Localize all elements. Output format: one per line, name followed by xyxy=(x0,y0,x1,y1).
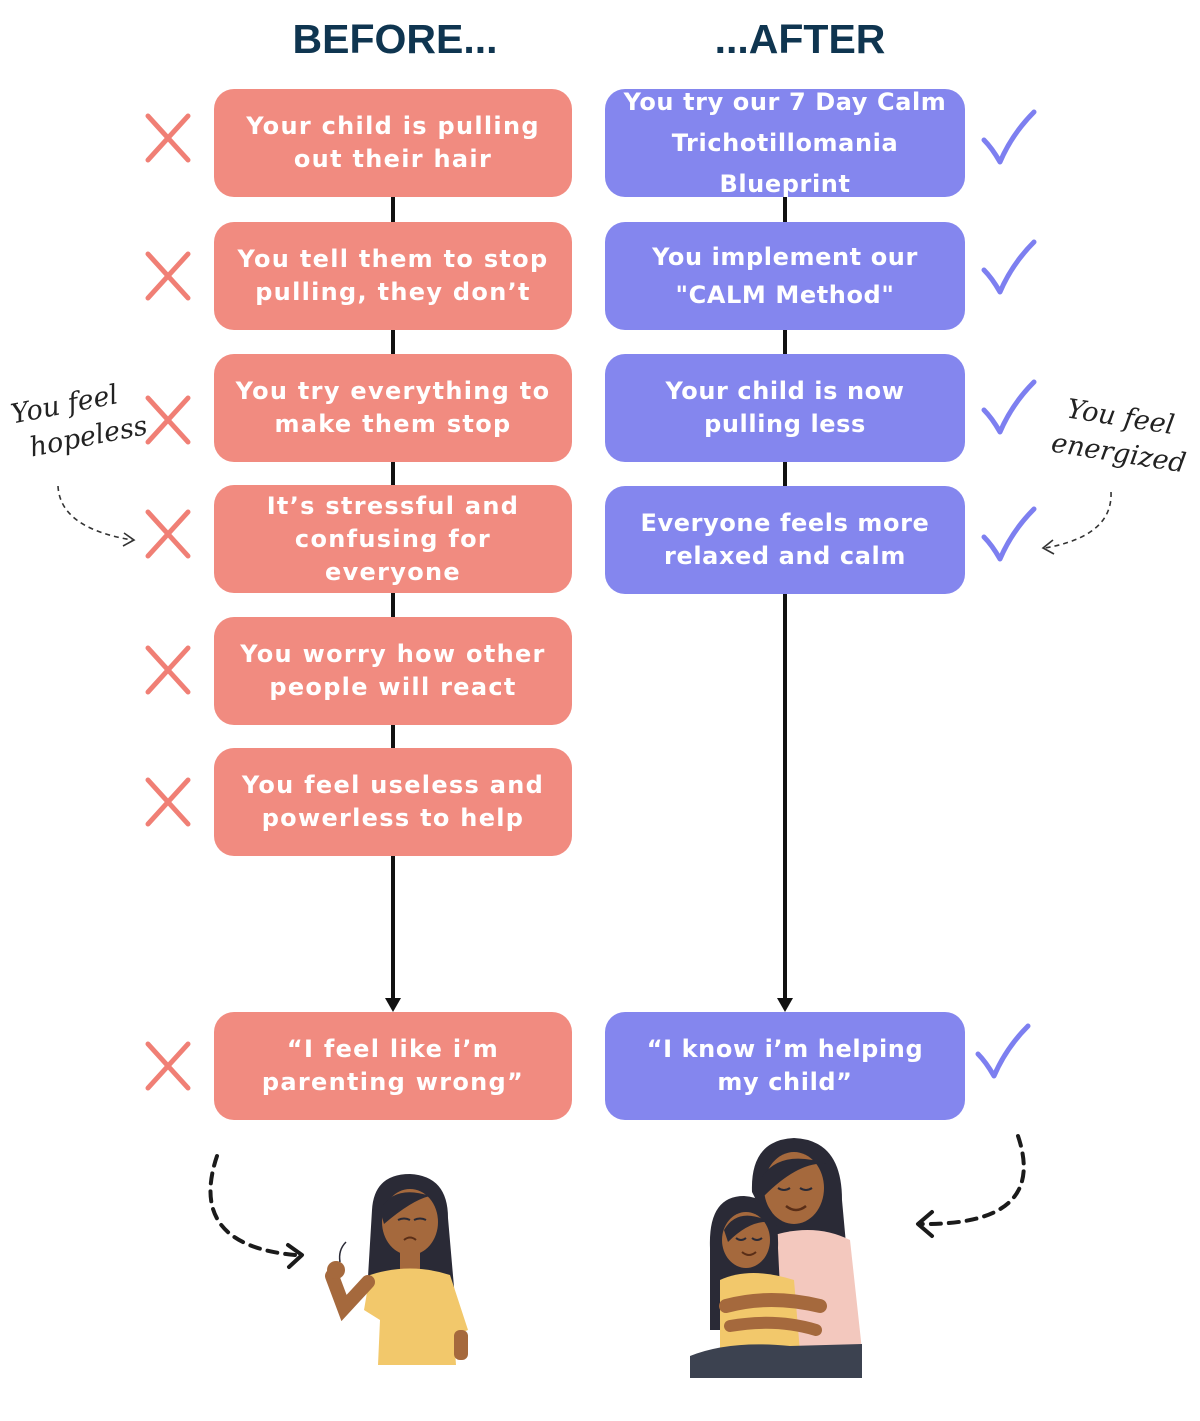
mother-hugging-child-illustration xyxy=(690,1138,862,1378)
after-step-1: You try our 7 Day Calm Trichotillomania … xyxy=(605,88,965,198)
note-hopeless: You feel hopeless xyxy=(8,373,151,469)
before-final-quote: “I feel like i’m parenting wrong” xyxy=(214,1012,572,1120)
cross-icon xyxy=(145,1041,191,1091)
after-step-3: Your child is now pulling less xyxy=(605,354,965,462)
before-heading: BEFORE... xyxy=(292,16,498,62)
dashed-arrow-to-mother xyxy=(916,1134,1026,1238)
before-step-3: You try everything to make them stop xyxy=(214,354,572,462)
cross-icon xyxy=(145,113,191,163)
after-arrowhead xyxy=(777,998,793,1012)
before-step-6: You feel useless and powerless to help xyxy=(214,748,572,856)
before-step-5: You worry how other people will react xyxy=(214,617,572,725)
after-step-4: Everyone feels more relaxed and calm xyxy=(605,486,965,594)
before-connector-line xyxy=(391,190,395,1000)
after-final-quote: “I know i’m helping my child” xyxy=(605,1012,965,1120)
cross-icon xyxy=(145,509,191,559)
cross-icon xyxy=(145,395,191,445)
check-icon xyxy=(981,239,1037,295)
check-icon xyxy=(975,1023,1031,1079)
before-step-4: It’s stressful and confusing for everyon… xyxy=(214,485,572,593)
check-icon xyxy=(981,506,1037,562)
dashed-arrow-energized xyxy=(1041,491,1112,555)
dashed-arrow-hopeless xyxy=(57,485,136,547)
cross-icon xyxy=(145,777,191,827)
before-arrowhead xyxy=(385,998,401,1012)
after-connector-line xyxy=(783,190,787,1000)
check-icon xyxy=(981,379,1037,435)
dashed-arrow-to-girl xyxy=(208,1154,304,1269)
before-step-2: You tell them to stop pulling, they don’… xyxy=(214,222,572,330)
before-step-1: Your child is pulling out their hair xyxy=(214,89,572,197)
check-icon xyxy=(981,109,1037,165)
after-step-2: You implement our "CALM Method" xyxy=(605,222,965,330)
cross-icon xyxy=(145,645,191,695)
note-energized: You feel energized xyxy=(1049,390,1194,482)
cross-icon xyxy=(145,251,191,301)
after-heading: ...AFTER xyxy=(714,16,886,62)
sad-girl-illustration xyxy=(325,1174,468,1365)
